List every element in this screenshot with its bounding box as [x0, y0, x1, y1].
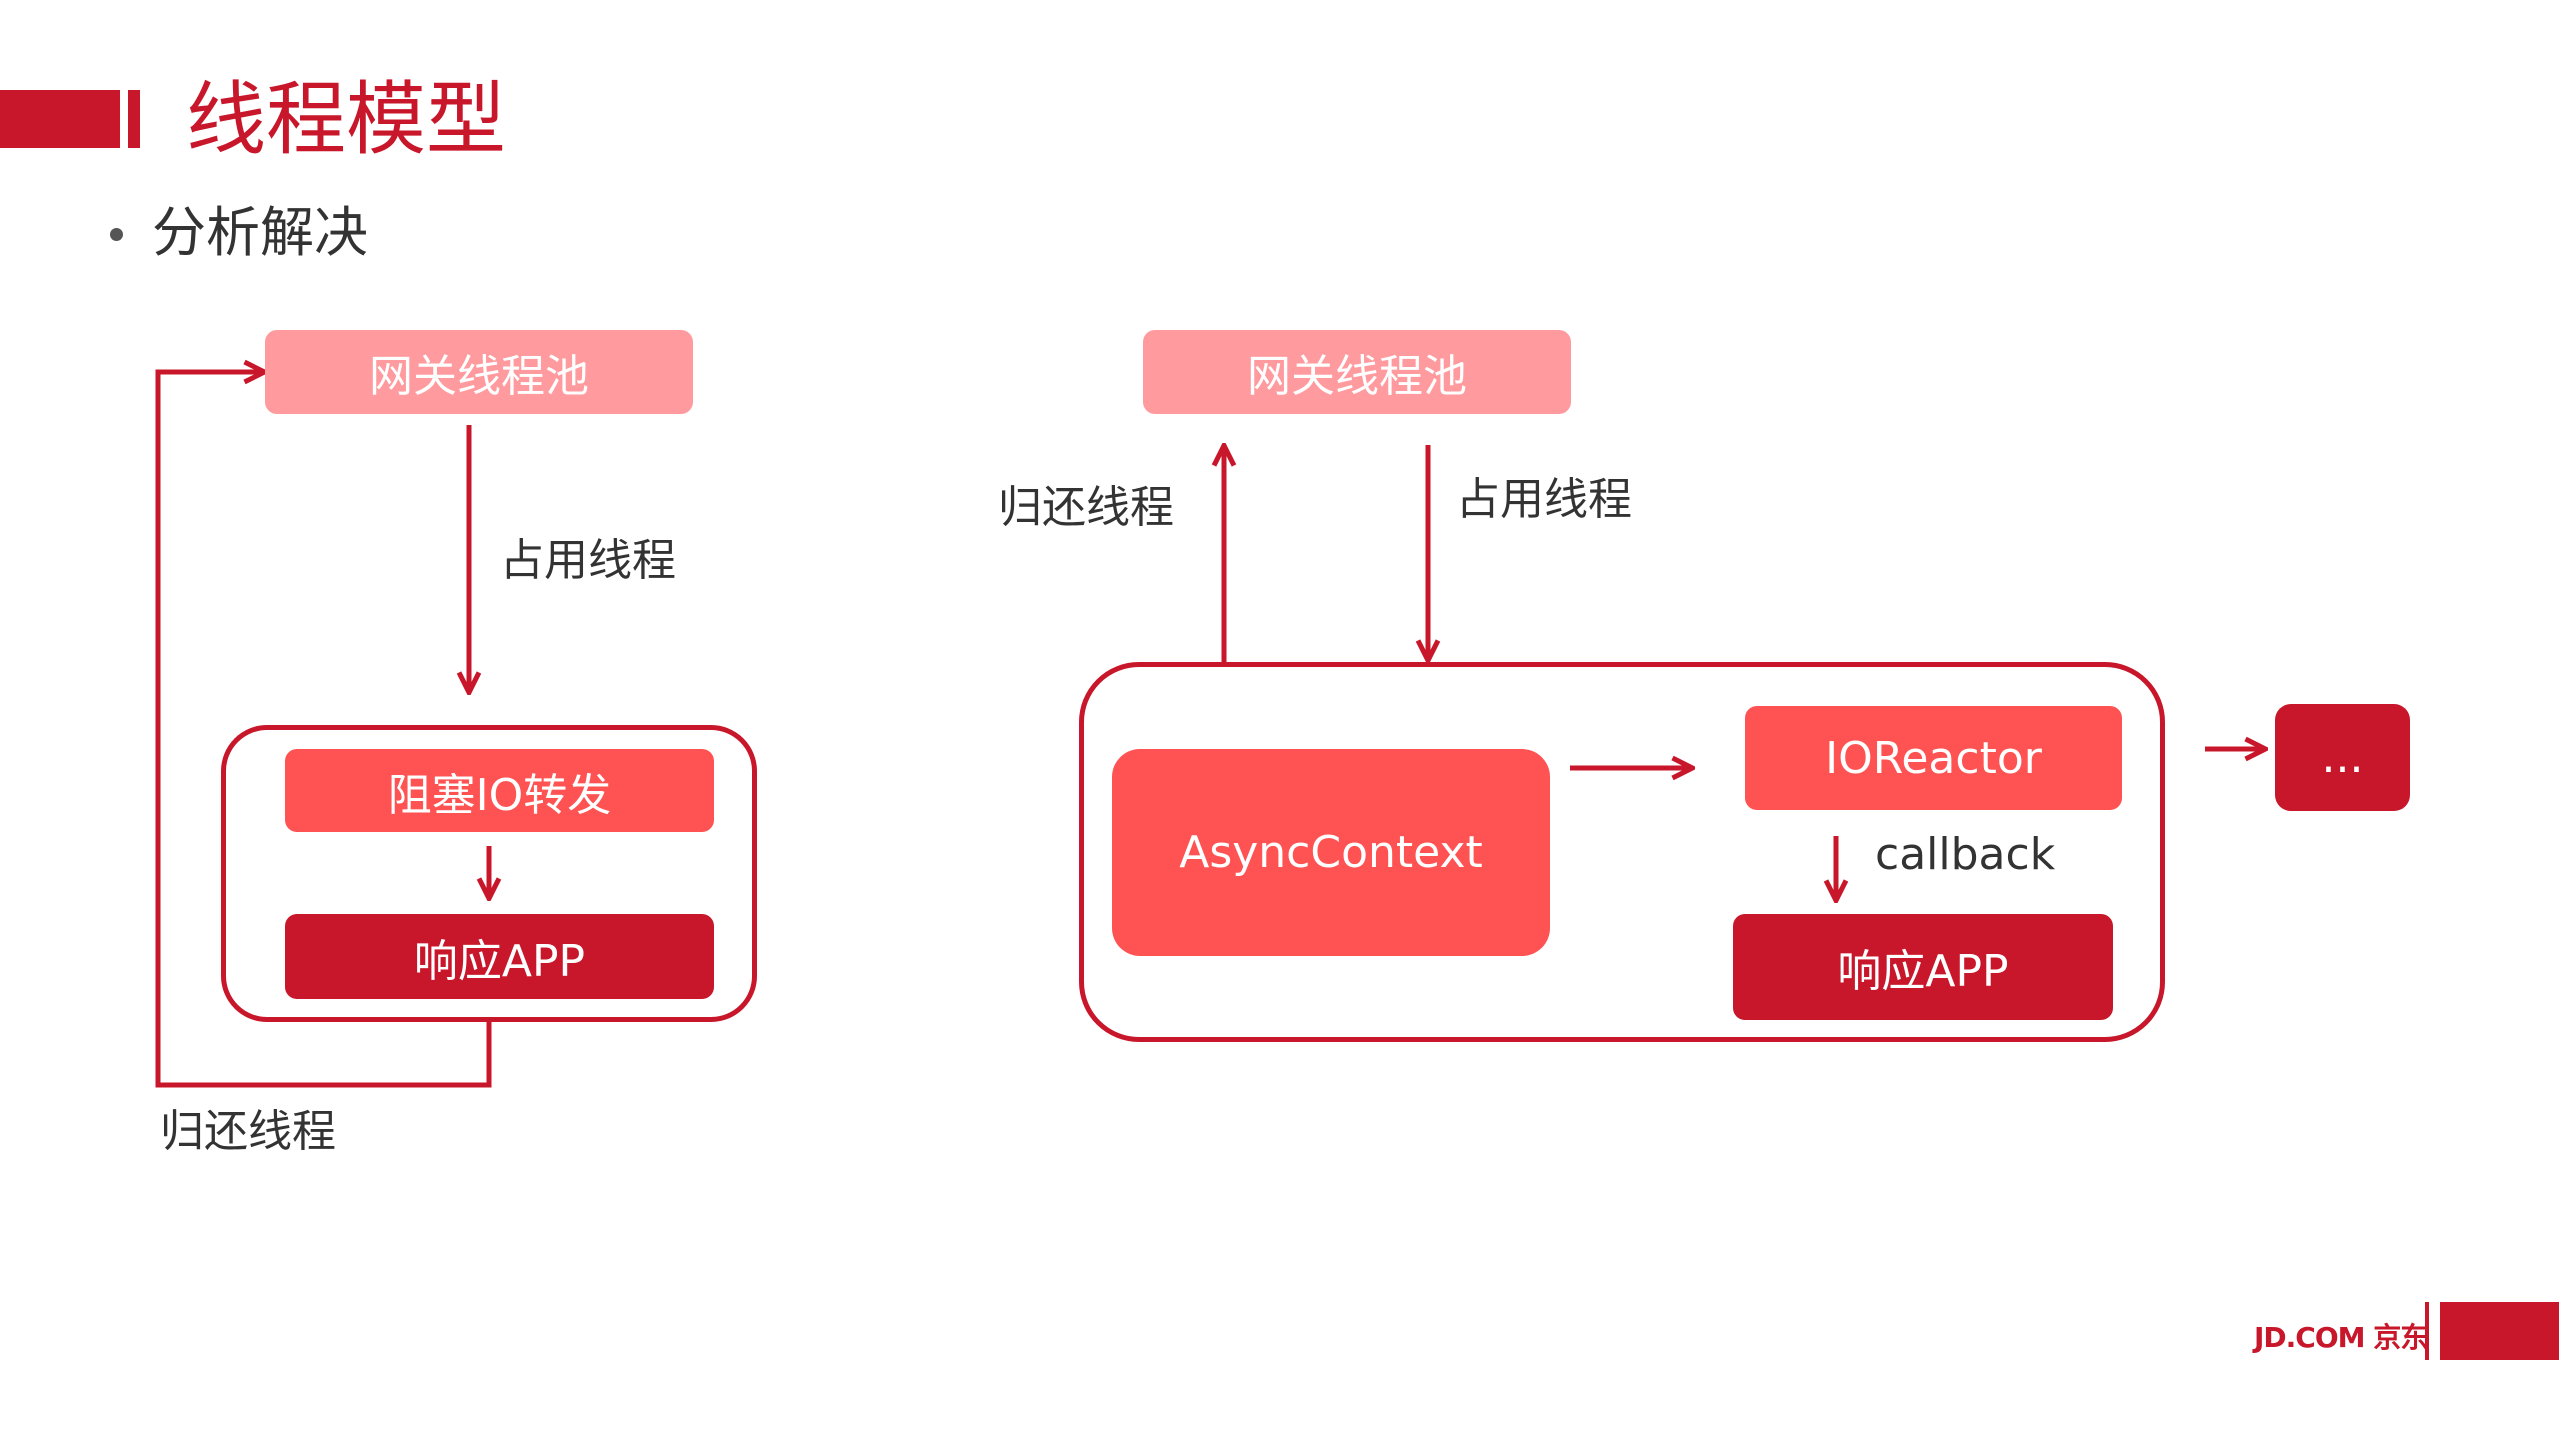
left-respond-app-label: 响应APP	[413, 935, 586, 987]
right-container-frame	[1079, 662, 2165, 1042]
right-respond-app-box: 响应APP	[1733, 914, 2113, 1020]
title-accent-bar	[0, 90, 120, 148]
left-gateway-thread-pool-label: 网关线程池	[369, 351, 589, 402]
left-gateway-thread-pool: 网关线程池	[265, 330, 693, 414]
title-accent-bar-thin	[128, 90, 140, 148]
left-return-label: 归还线程	[160, 1106, 336, 1157]
right-gateway-thread-pool: 网关线程池	[1143, 330, 1571, 414]
left-occupy-label: 占用线程	[500, 535, 676, 586]
right-occupy-label: 占用线程	[1456, 474, 1632, 525]
io-reactor-label: IOReactor	[1825, 732, 2042, 784]
footer-accent-bar	[2440, 1302, 2559, 1360]
blocking-io-forward-label: 阻塞IO转发	[387, 769, 612, 821]
more-label: ...	[2321, 732, 2364, 783]
left-container-frame	[221, 725, 757, 1022]
bullet-text: 分析解决	[152, 201, 368, 264]
left-respond-app-box: 响应APP	[285, 914, 714, 999]
blocking-io-forward-box: 阻塞IO转发	[285, 749, 714, 832]
async-context-box: AsyncContext	[1112, 749, 1550, 956]
footer-separator	[2425, 1302, 2429, 1360]
jd-logo: JD.COM 京东	[2254, 1321, 2428, 1354]
left-return-arrow	[155, 372, 492, 1088]
async-context-label: AsyncContext	[1179, 827, 1483, 878]
callback-label: callback	[1875, 829, 2056, 880]
page-title: 线程模型	[186, 73, 506, 166]
more-box: ...	[2275, 704, 2410, 811]
right-gateway-thread-pool-label: 网关线程池	[1247, 351, 1467, 402]
right-respond-app-label: 响应APP	[1837, 946, 2009, 997]
io-reactor-box: IOReactor	[1745, 706, 2122, 810]
bullet-dot	[110, 228, 123, 241]
right-return-label: 归还线程	[998, 482, 1174, 533]
